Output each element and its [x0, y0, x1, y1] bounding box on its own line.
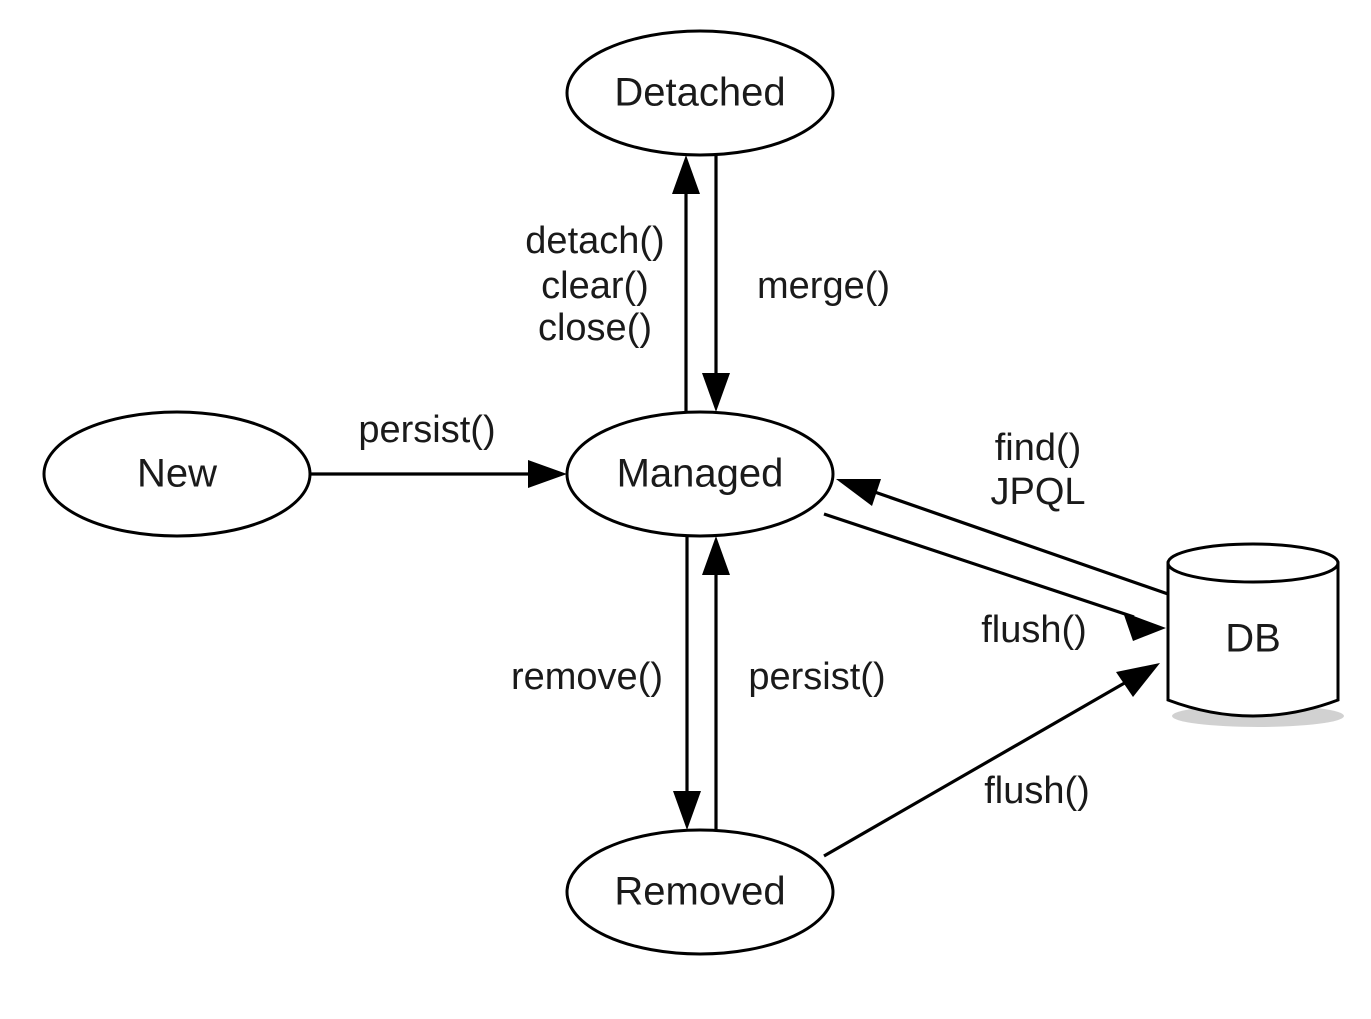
edge-managed-to-removed	[673, 536, 701, 830]
edge-label-find-jpql: find() JPQL	[990, 427, 1085, 513]
new-label: New	[137, 452, 217, 496]
edge-db-to-managed	[836, 479, 1169, 596]
removed-label: Removed	[614, 870, 785, 914]
detached-ellipse[interactable]	[565, 29, 835, 157]
detached-label: Detached	[614, 71, 785, 115]
managed-ellipse[interactable]	[565, 410, 835, 538]
new-ellipse[interactable]	[42, 410, 312, 538]
edge-managed-to-db	[823, 512, 1166, 641]
edge-label-persist-removed: persist()	[748, 656, 885, 698]
edge-label-close: close()	[538, 307, 652, 349]
edge-label-flush-managed: flush()	[981, 609, 1087, 651]
node-db[interactable]: DB	[1166, 542, 1344, 727]
node-removed[interactable]: Removed	[565, 828, 835, 956]
arrow-head-right-managed	[528, 460, 567, 488]
edge-label-remove: remove()	[511, 656, 663, 698]
edge-managed-to-db-line	[823, 512, 1135, 619]
edge-db-to-managed-line	[865, 487, 1169, 596]
edge-label-persist-new: persist()	[358, 409, 495, 451]
arrow-head-up-detached	[672, 155, 700, 194]
edge-label-detach-clear-close: detach() clear() close()	[525, 220, 664, 349]
edge-managed-to-detached	[672, 155, 700, 412]
edge-label-find: find()	[995, 427, 1082, 469]
node-detached[interactable]: Detached	[565, 29, 835, 157]
arrow-head-down-removed	[673, 791, 701, 830]
arrow-head-up-managed-bottom	[702, 536, 730, 575]
edge-removed-to-db-line	[823, 679, 1129, 858]
edge-label-merge: merge()	[757, 265, 890, 307]
edge-label-jpql: JPQL	[990, 471, 1085, 513]
removed-ellipse[interactable]	[565, 828, 835, 956]
arrow-head-into-managed-right	[836, 479, 881, 506]
db-label: DB	[1225, 617, 1281, 661]
arrow-head-down-managed-top	[702, 373, 730, 412]
edge-detached-to-managed	[702, 152, 730, 412]
node-managed[interactable]: Managed	[565, 410, 835, 538]
edge-removed-to-managed	[702, 536, 730, 832]
managed-label: Managed	[617, 452, 784, 496]
node-new[interactable]: New	[42, 410, 312, 538]
edge-new-to-managed	[310, 460, 567, 488]
arrow-head-into-db-bottom	[1116, 663, 1160, 697]
edge-label-flush-removed: flush()	[984, 770, 1090, 812]
db-cylinder-top	[1166, 542, 1340, 584]
edge-label-clear: clear()	[541, 265, 649, 307]
edge-removed-to-db	[823, 663, 1160, 858]
edge-label-detach: detach()	[525, 220, 664, 262]
arrow-head-into-db-top	[1123, 612, 1166, 641]
db-cylinder-body[interactable]	[1166, 561, 1340, 718]
